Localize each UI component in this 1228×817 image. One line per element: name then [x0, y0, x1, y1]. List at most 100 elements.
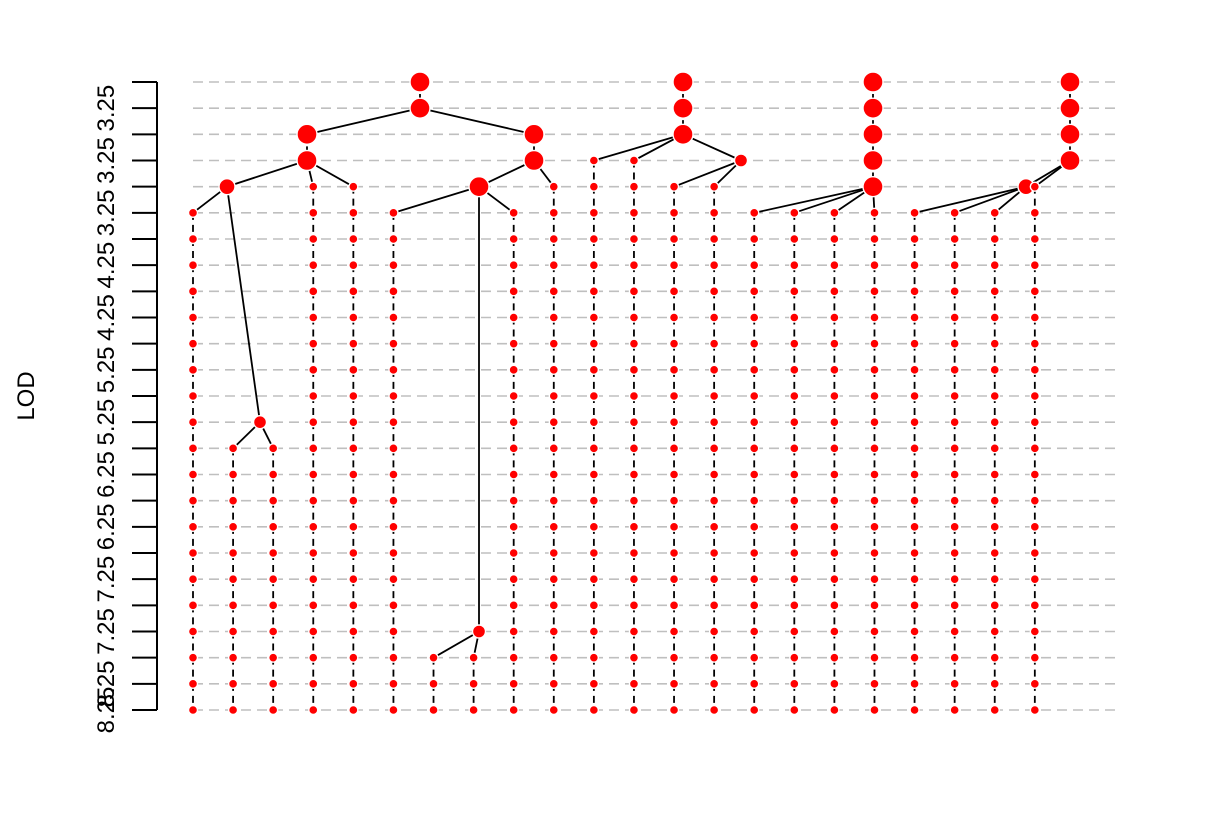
tree-node [949, 207, 960, 219]
tree-node [869, 521, 880, 533]
tree-node [348, 233, 359, 245]
tree-node [548, 521, 559, 533]
tree-node [829, 338, 840, 349]
tree-node [708, 547, 720, 559]
tree-node [672, 71, 694, 93]
tree-node [949, 521, 960, 533]
tree-node [909, 259, 920, 271]
tree-edge [226, 186, 261, 423]
tree-node [949, 652, 960, 663]
tree-node [388, 678, 399, 690]
y-tick-label: 5.25 [93, 399, 120, 446]
tree-node [1059, 149, 1081, 172]
tree-node [668, 364, 680, 376]
tree-node [588, 678, 600, 690]
tree-node [588, 704, 600, 716]
tree-node [267, 652, 279, 663]
tree-node [628, 364, 640, 376]
tree-node [388, 547, 399, 559]
tree-node [348, 338, 359, 349]
tree-edge [226, 159, 308, 188]
tree-node [267, 443, 279, 454]
tree-node [508, 312, 519, 323]
tree-node [989, 573, 1000, 585]
tree-node [869, 416, 880, 428]
tree-node [348, 312, 359, 323]
tree-node [949, 443, 960, 454]
tree-node [348, 469, 359, 480]
tree-node [588, 364, 600, 376]
tree-node [508, 338, 519, 349]
tree-node [989, 390, 1000, 402]
tree-node [949, 626, 960, 637]
tree-node [668, 652, 680, 663]
tree-node [628, 181, 640, 192]
tree-node [789, 286, 800, 297]
tree-node [909, 495, 920, 506]
tree-node [187, 573, 199, 585]
tree-node [267, 547, 279, 559]
tree-node [708, 338, 720, 349]
tree-node [548, 443, 559, 454]
tree-node [829, 573, 840, 585]
tree-node [829, 547, 840, 559]
tree-node [749, 573, 760, 585]
tree-node [308, 469, 319, 480]
tree-node [989, 338, 1000, 349]
tree-node [668, 416, 680, 428]
tree-node [308, 704, 319, 716]
tree-node [1029, 573, 1041, 585]
tree-node [1029, 259, 1041, 271]
tree-node [227, 704, 239, 716]
tree-node [708, 390, 720, 402]
tree-node [869, 547, 880, 559]
tree-node [428, 678, 439, 690]
tree-node [949, 233, 960, 245]
tree-node [388, 338, 399, 349]
tree-node [227, 678, 239, 690]
tree-node [548, 181, 559, 192]
tree-node [348, 600, 359, 611]
tree-node [708, 259, 720, 271]
tree-node [1029, 312, 1041, 323]
tree-node [588, 181, 600, 192]
tree-node [388, 443, 399, 454]
tree-node [829, 626, 840, 637]
tree-node [862, 97, 884, 119]
tree-node [749, 521, 760, 533]
tree-node [348, 364, 359, 376]
tree-node [708, 573, 720, 585]
tree-node [829, 286, 840, 297]
tree-node [187, 547, 199, 559]
tree-node [749, 678, 760, 690]
tree-node [252, 414, 268, 430]
tree-edge [914, 185, 1027, 214]
tree-node [628, 338, 640, 349]
tree-node [548, 469, 559, 480]
tree-node [749, 547, 760, 559]
tree-node [348, 207, 359, 219]
tree-node [308, 181, 319, 192]
tree-node [187, 416, 199, 428]
tree-node [869, 678, 880, 690]
tree-node [296, 149, 318, 172]
tree-node [388, 600, 399, 611]
tree-node [949, 600, 960, 611]
tree-node [308, 521, 319, 533]
tree-node [508, 443, 519, 454]
tree-node [862, 71, 884, 93]
tree-node [989, 626, 1000, 637]
tree-node [989, 495, 1000, 506]
tree-node [869, 469, 880, 480]
tree-node [468, 175, 490, 198]
tree-node [708, 443, 720, 454]
tree-node [588, 233, 600, 245]
tree-node [989, 364, 1000, 376]
tree-node [668, 678, 680, 690]
tree-node [869, 207, 880, 219]
tree-node [548, 233, 559, 245]
tree-node [1029, 652, 1041, 663]
tree-node [308, 390, 319, 402]
